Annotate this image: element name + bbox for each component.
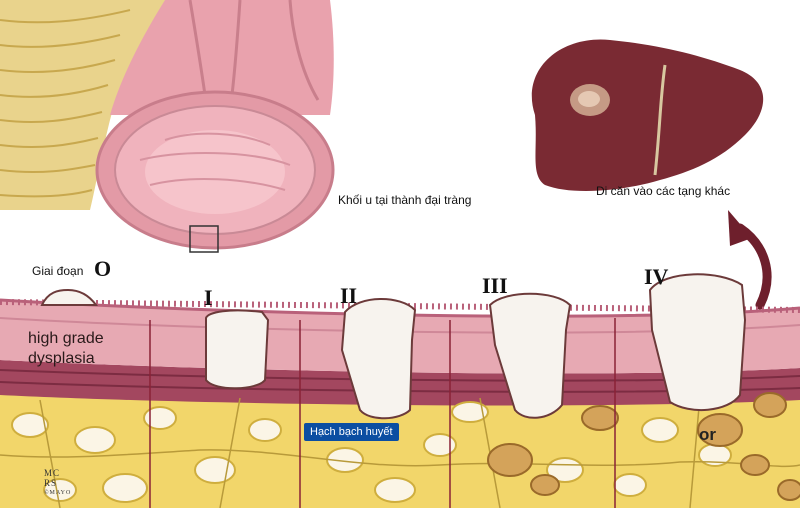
lymph-node-label: Hạch bạch huyết xyxy=(304,423,399,441)
or-label: or xyxy=(699,425,716,444)
dysplasia-label-line1: high grade xyxy=(28,330,104,347)
metastasis-arrow xyxy=(728,210,772,310)
focus-box xyxy=(189,225,219,253)
tumor-stage-0 xyxy=(40,288,98,306)
logo-line-1: MC xyxy=(44,468,61,478)
stage-II-label: II xyxy=(340,283,358,308)
colon-wall-tumor-label: Khối u tại thành đại tràng xyxy=(338,193,472,207)
stage-prefix-label: Giai đoạn xyxy=(32,264,84,278)
tumor-stage-II xyxy=(340,298,417,420)
dysplasia-label-line2: dysplasia xyxy=(28,350,95,367)
logo-line-2: RS xyxy=(44,478,58,488)
mayo-logo: MC RS ©MAYO xyxy=(44,468,71,498)
tumor-stage-I xyxy=(205,309,270,390)
wall-cross-section xyxy=(0,273,800,508)
stage-0-label: O xyxy=(94,256,112,281)
colon-illustration xyxy=(95,0,335,253)
stage-I-label: I xyxy=(204,285,213,310)
tumor-stage-IV xyxy=(648,273,747,412)
stage-III-label: III xyxy=(482,273,508,298)
mesentery-illustration xyxy=(0,0,175,210)
liver-illustration xyxy=(531,39,764,192)
stage-IV-label: IV xyxy=(644,264,669,289)
metastasis-label: Di căn vào các tạng khác xyxy=(596,184,731,198)
logo-line-3: ©MAYO xyxy=(44,490,72,496)
tumor-stage-III xyxy=(488,292,572,419)
